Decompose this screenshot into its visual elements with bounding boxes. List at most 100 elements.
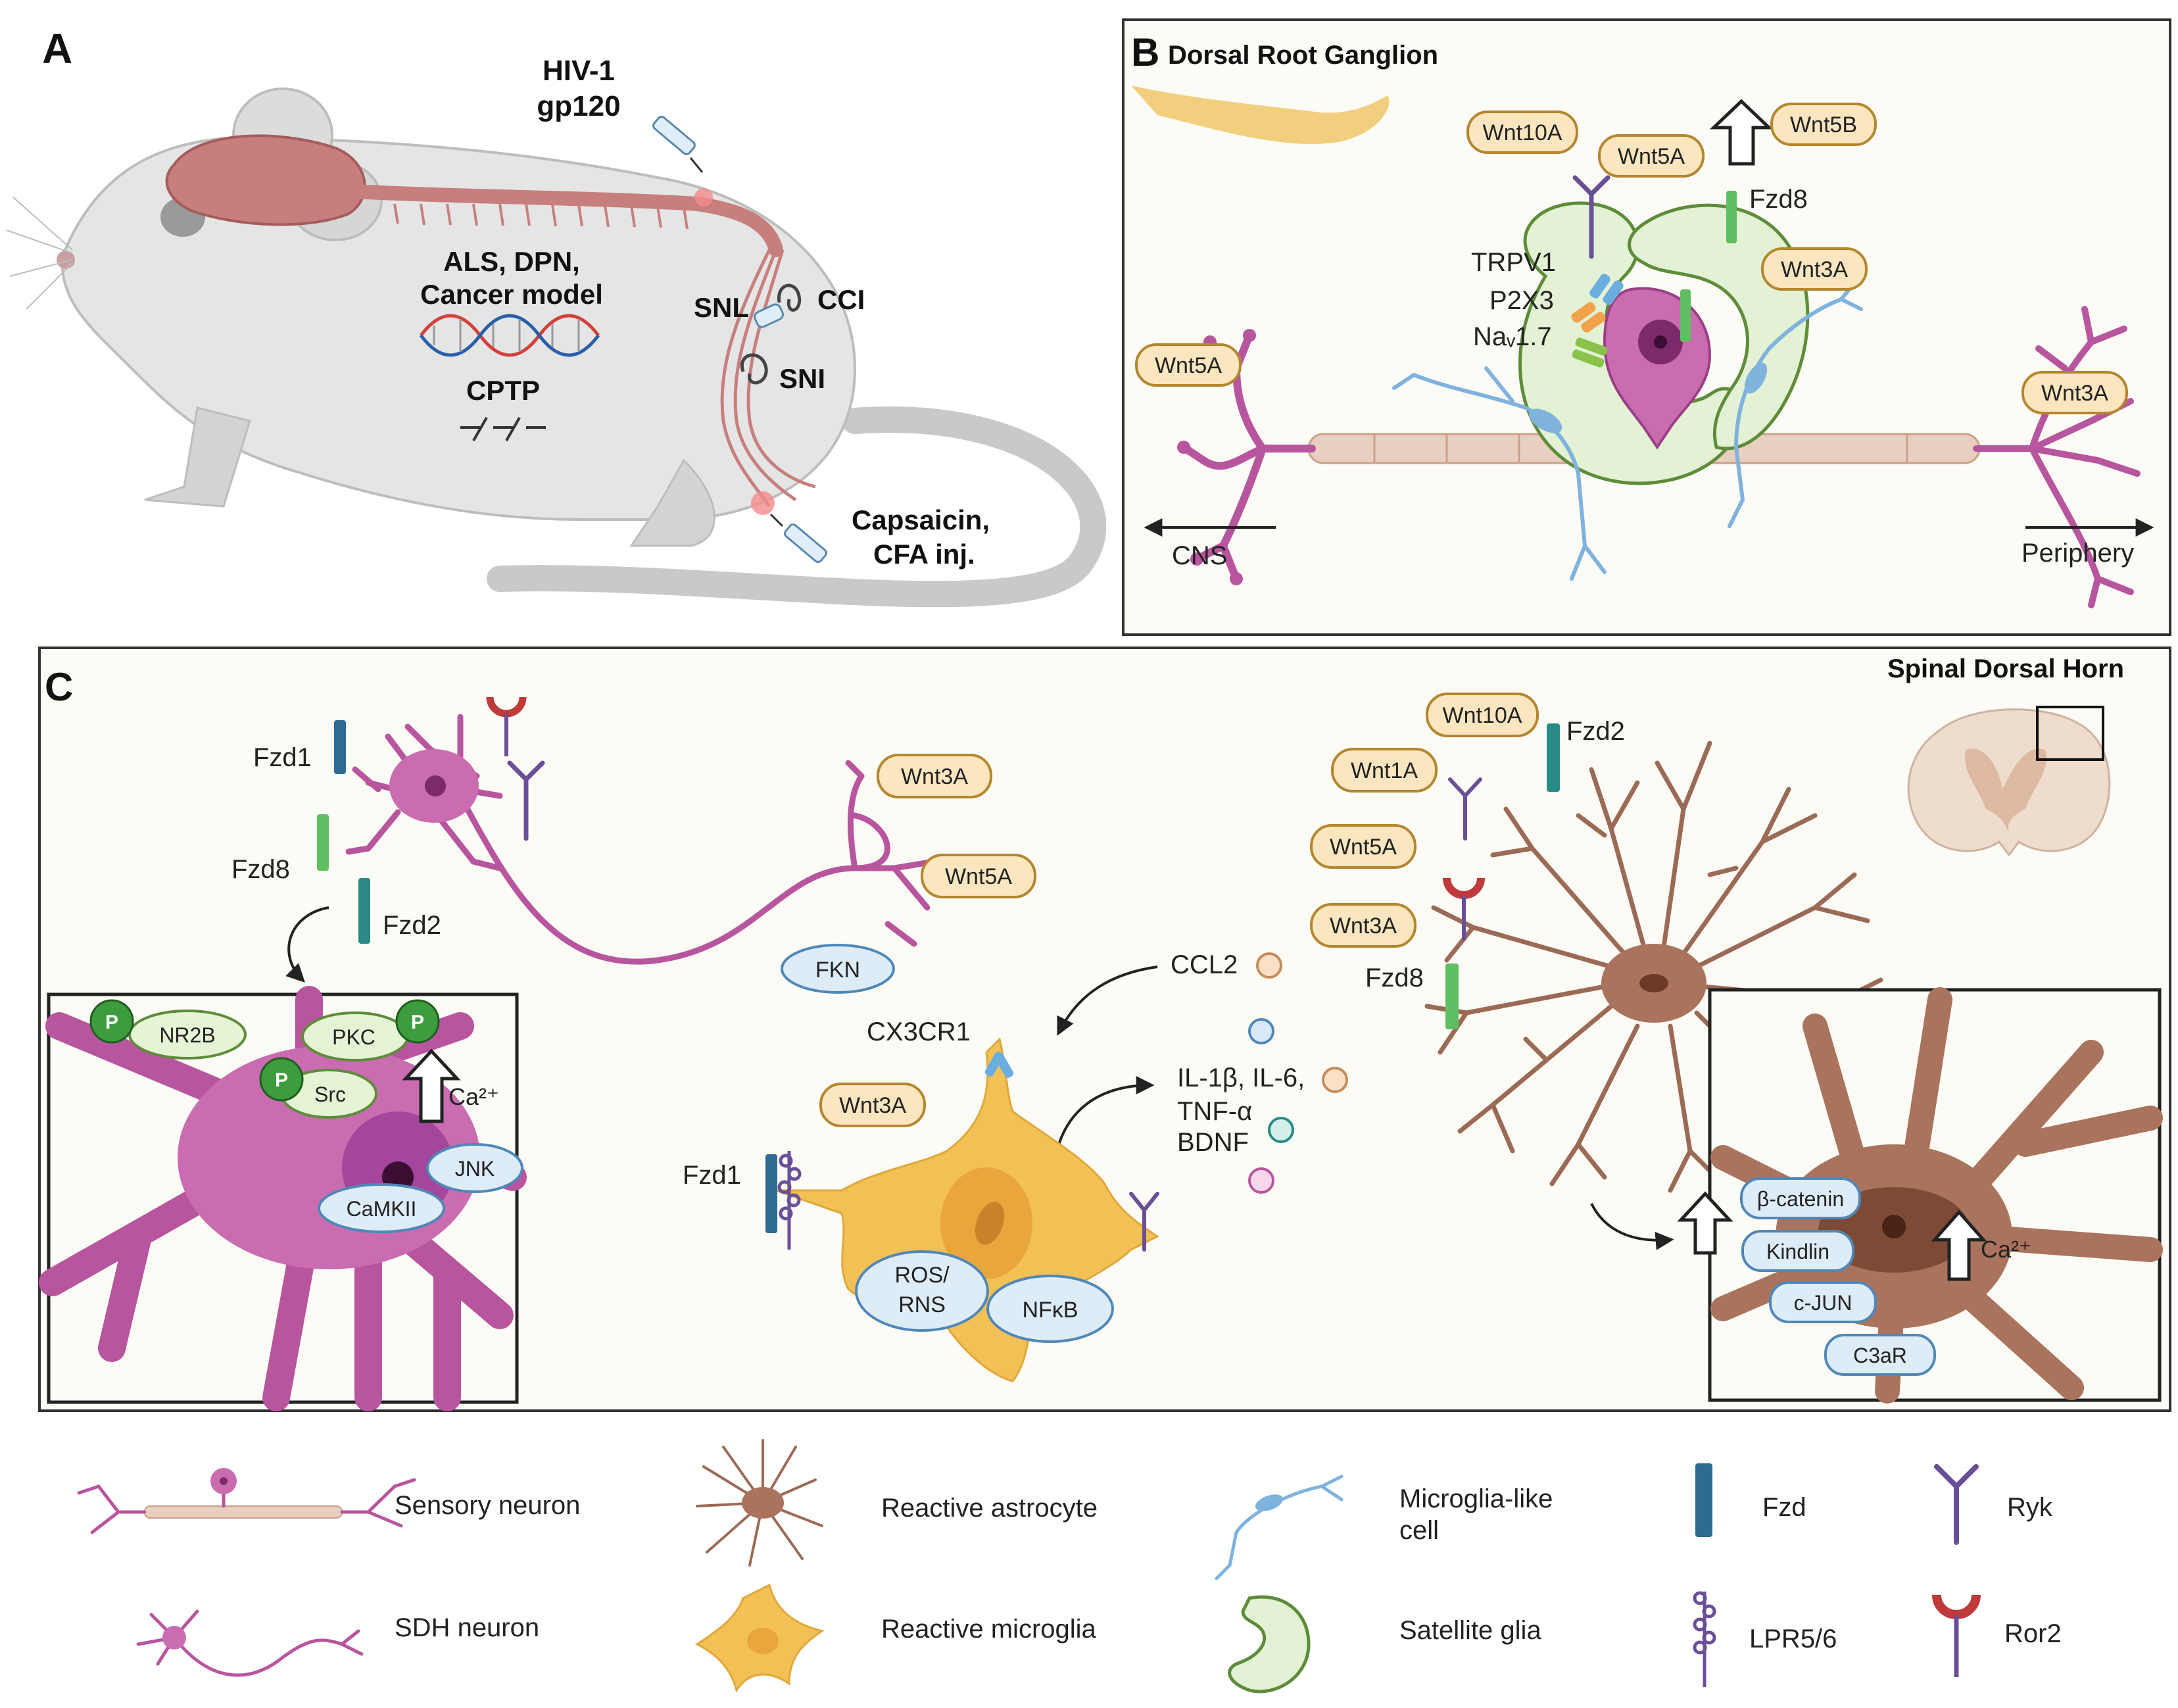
label-models-2: Cancer model [420, 279, 603, 310]
c-cx3cr1-label: CX3CR1 [867, 1017, 971, 1046]
c-pkc-label: PKC [332, 1025, 375, 1049]
legend-microglia-like-label-1: Microglia-like [1399, 1484, 1553, 1513]
c-wnt3a-label: Wnt3A [901, 764, 968, 789]
microglia-like-cell-left-body [1528, 408, 1562, 433]
micro-wnt3a-pill [819, 1083, 926, 1127]
label-cfa: CFA inj. [873, 539, 975, 570]
c-nr2b-label: NR2B [159, 1023, 215, 1047]
mouse-front-leg [144, 406, 251, 508]
b-wnt5b-label: Wnt5B [1790, 112, 1857, 137]
lrp56-receptor-micro-icon [777, 1151, 802, 1250]
micro-fzd1-receptor-icon [765, 1154, 777, 1233]
c-astro-wnt3a-label: Wnt3A [1330, 914, 1397, 939]
syringe-capsaicin-icon [769, 513, 827, 563]
legend-fzd-icon [1695, 1463, 1712, 1537]
c-kindlin-label: Kindlin [1766, 1240, 1829, 1263]
c-nfkb-label: NFκB [1023, 1298, 1078, 1323]
c-fzd8-label: Fzd8 [231, 855, 290, 884]
c-cytokines-2: TNF-α [1177, 1097, 1252, 1126]
panel-a: A [6, 25, 1107, 608]
c-bcatenin-label: β-catenin [1757, 1187, 1844, 1211]
sciatic-nerve-2 [733, 249, 797, 502]
phospho-pkc-label: P [411, 1012, 424, 1033]
wnt-pills-drg [1135, 103, 2128, 414]
panel-c-title: Spinal Dorsal Horn [1887, 654, 2124, 683]
injection-site-spine [694, 188, 713, 207]
fzd8-receptor-icon [317, 814, 329, 871]
cptp-break-icon [460, 417, 546, 441]
legend-ryk-label: Ryk [2007, 1493, 2053, 1522]
b-wnt10a-label: Wnt10A [1483, 120, 1562, 145]
c-camkii-label: CaMKII [347, 1197, 417, 1221]
fkn-signal-pill [781, 944, 895, 994]
mouse-spinal-cord [335, 183, 783, 257]
arrow-neuron-to-inset [285, 906, 329, 983]
legend-lpr56-label: LPR5/6 [1749, 1624, 1837, 1653]
ror2-receptor-sdh-icon [486, 696, 527, 756]
c-fzd2-label: Fzd2 [383, 911, 441, 940]
legend-ror2-icon [1932, 1594, 1981, 1677]
c-astro-wnt1a-label: Wnt1A [1351, 758, 1418, 783]
spinal-nerve-ticks [393, 203, 689, 230]
c-ca-left-label: Ca²⁺ [448, 1083, 499, 1110]
legend-satellite-glia-label: Satellite glia [1399, 1616, 1541, 1645]
sciatic-nerve-1 [720, 249, 771, 508]
c-cytokines-1: IL-1β, IL-6, [1177, 1063, 1305, 1092]
legend: Sensory neuron SDH neuron Reactive astro… [77, 1439, 2062, 1694]
drg-neuron-nucleolus [1654, 335, 1667, 349]
b-periphery-label: Periphery [2021, 539, 2134, 568]
b-p2x3-label: P2X3 [1489, 286, 1554, 315]
phospho-nr2b-label: P [105, 1012, 118, 1033]
fzd2-receptor-icon [358, 878, 370, 944]
cx3cr1-receptor-icon [984, 1052, 1014, 1078]
panel-c: C Spinal Dorsal Horn F [38, 647, 2171, 1412]
c-ccl2-label: CCL2 [1171, 950, 1238, 979]
label-capsaicin: Capsaicin, [852, 504, 990, 535]
b-trpv1-label: TRPV1 [1471, 248, 1556, 277]
c-ros-label-1: ROS/ [894, 1263, 950, 1288]
b-nav17-label: Naᵥ1.7 [1473, 322, 1552, 351]
astrocyte-nucleus [1639, 974, 1668, 992]
mouse-tail [487, 406, 1107, 608]
c-ros-label-2: RNS [898, 1292, 946, 1317]
cci-ligature-icon [777, 283, 802, 312]
legend-microglia-like-label-2: cell [1399, 1516, 1439, 1545]
panel-a-letter: A [42, 25, 72, 72]
sdh-zoom-box [2036, 706, 2104, 761]
injection-site-paw [751, 491, 775, 515]
trpv1-channel-icon [1589, 274, 1624, 305]
astro-wnt1a-pill [1331, 748, 1438, 793]
microglia-like-cell-left [1392, 366, 1607, 581]
mouse-whiskers [6, 197, 73, 310]
label-cptp: CPTP [466, 375, 540, 406]
c-micro-fzd1-label: Fzd1 [683, 1161, 741, 1190]
c-cytokines-3: BDNF [1177, 1128, 1249, 1157]
upregulation-arrow-drg-icon [1709, 99, 1774, 166]
fzd8-receptor-drg-icon [1726, 191, 1737, 243]
c-ca-right-label: Ca²⁺ [1981, 1236, 2031, 1263]
arrow-astrocyte-to-inset [1590, 1203, 1674, 1250]
ros-rns-pill [855, 1250, 989, 1332]
b-wnt3a-top-label: Wnt3A [1781, 257, 1848, 282]
sdh-neuron-inset [39, 986, 527, 1411]
c-wnt5a-label: Wnt5A [945, 864, 1012, 889]
c-astro-wnt5a-label: Wnt5A [1330, 835, 1397, 860]
ryk-receptor-micro-icon [1129, 1192, 1159, 1252]
upregulation-arrow-bcatenin-icon [1677, 1191, 1733, 1255]
legend-ror2-label: Ror2 [2004, 1619, 2062, 1648]
c-fkn-label: FKN [815, 958, 860, 983]
legend-reactive-microglia-label: Reactive microglia [881, 1615, 1097, 1644]
drg-shape-icon [1131, 85, 1390, 145]
label-snl: SNL [694, 292, 749, 323]
astro-fzd8-receptor-icon [1445, 964, 1459, 1029]
legend-sdh-neuron-label: SDH neuron [395, 1613, 539, 1642]
panel-b-letter: B [1131, 30, 1159, 74]
b-cns-label: CNS [1172, 541, 1227, 570]
astro-wnt10a-pill [1426, 693, 1539, 737]
legend-lpr56-icon [1693, 1591, 1716, 1687]
legend-satellite-glia-icon [1228, 1595, 1311, 1694]
upregulation-arrow-ca-right-icon [1931, 1209, 1987, 1281]
sni-ligature-icon [740, 353, 768, 385]
snl-ligation-icon [754, 303, 784, 328]
